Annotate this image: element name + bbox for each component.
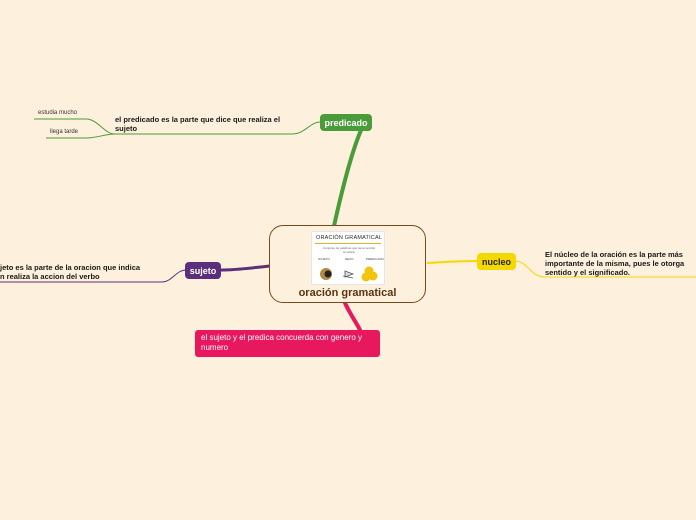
predicado-connector	[332, 126, 364, 228]
thumbnail-subtitle: Conjunto de palabras que tiene sentido c…	[322, 246, 376, 254]
nucleo-note[interactable]: El núcleo de la oración es la parte más …	[545, 250, 685, 277]
sujeto-note[interactable]: jeto es la parte de la oracion que indic…	[0, 263, 141, 281]
sujeto-node[interactable]: sujeto	[185, 262, 221, 279]
thumbnail-label-predicado: PREDICADO	[366, 257, 384, 261]
central-topic-label: oración gramatical	[298, 287, 397, 299]
concordancia-node[interactable]: el sujeto y el predica concuerda con gen…	[195, 330, 380, 357]
central-thumbnail-image: ORACIÓN GRAMATICAL Conjunto de palabras …	[311, 231, 385, 285]
central-topic[interactable]: ORACIÓN GRAMATICAL Conjunto de palabras …	[269, 225, 426, 303]
predicado-note-line	[115, 121, 321, 135]
leaf-llega-tarde[interactable]: llega tarde	[50, 129, 79, 135]
predicado-note[interactable]: el predicado es la parte que dice que re…	[115, 115, 281, 133]
sujeto-note-line	[0, 269, 187, 283]
leaf-line-llega	[46, 133, 116, 139]
nucleo-node[interactable]: nucleo	[477, 253, 516, 270]
leaf-line-estudia	[34, 118, 116, 135]
sujeto-connector	[219, 264, 272, 272]
predicado-node[interactable]: predicado	[320, 114, 372, 131]
thumbnail-label-nexo: NEXO	[345, 257, 354, 261]
thumbnail-illustrations	[320, 266, 378, 282]
leaf-estudia-mucho[interactable]: estudia mucho	[38, 110, 78, 116]
nucleo-note-line	[514, 260, 696, 278]
thumbnail-rule	[315, 243, 381, 244]
concordancia-connector	[343, 301, 362, 332]
nucleo-connector	[426, 260, 479, 264]
thumbnail-title: ORACIÓN GRAMATICAL	[316, 235, 383, 241]
thumbnail-label-sujeto: SUJETO	[318, 257, 330, 261]
